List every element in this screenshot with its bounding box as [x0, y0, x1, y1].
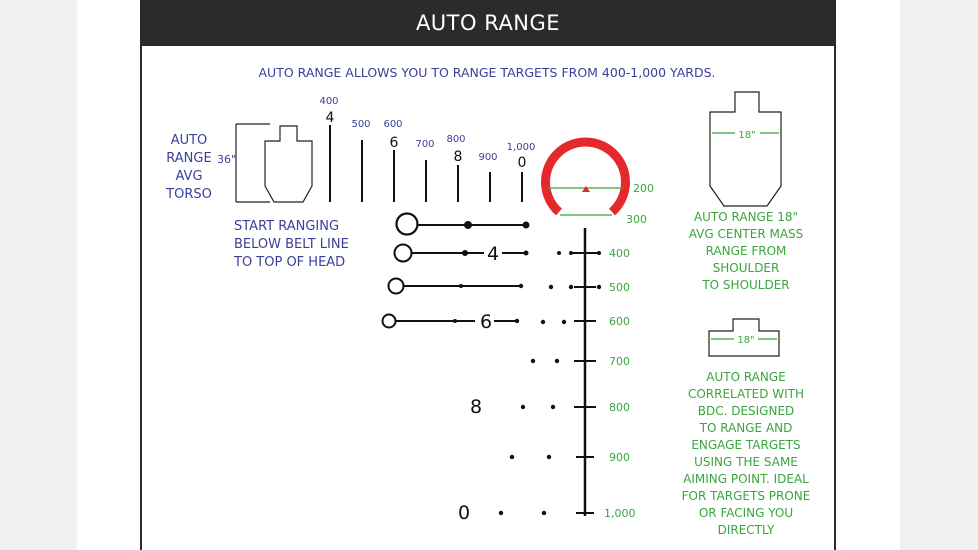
post-ticks [572, 252, 598, 514]
torso-height-label: 36" [217, 153, 236, 166]
torso-label-line: TORSO [165, 187, 212, 202]
description-line: CORRELATED WITH [688, 387, 804, 401]
center-mass-width-label: 18" [738, 130, 755, 141]
scale-yard-label: 500 [351, 119, 370, 130]
description-line: AUTO RANGE [706, 370, 786, 384]
intro-text: AUTO RANGE ALLOWS YOU TO RANGE TARGETS F… [259, 65, 716, 80]
ranging-lines [381, 212, 528, 329]
instruction-line: START RANGING [234, 219, 339, 234]
range-scale: 400 500 600 700 800 900 1,000 4 6 8 0 [319, 96, 535, 202]
torso-label-line: RANGE [166, 151, 211, 166]
holdover-dots [453, 221, 602, 516]
scale-digit-label: 4 [326, 110, 335, 126]
scale-bars [329, 125, 523, 202]
scale-yard-label: 700 [415, 139, 434, 150]
center-mass-target: 18" [709, 91, 782, 207]
range-label: 200 [633, 182, 654, 195]
prone-silhouette [708, 318, 780, 357]
scale-yard-label: 400 [319, 96, 338, 107]
diagram-panel [140, 0, 836, 550]
scale-digit-label: 6 [390, 135, 399, 151]
torso-label: AUTO RANGE AVG TORSO [165, 133, 212, 202]
scale-yard-label: 900 [478, 152, 497, 163]
scale-yard-label: 600 [383, 119, 402, 130]
scale-digit-label: 8 [454, 149, 463, 165]
chevron-icon [582, 186, 590, 192]
reticle: 4 6 8 0 200 300 400 500 600 700 800 900 … [381, 137, 654, 524]
left-margin [0, 0, 77, 550]
reticle-numeral: 8 [470, 396, 482, 418]
instruction-line: BELOW BELT LINE [234, 237, 349, 252]
prone-description: AUTO RANGE CORRELATED WITH BDC. DESIGNED… [682, 370, 811, 537]
torso-silhouette [264, 125, 313, 203]
right-margin [900, 0, 978, 550]
description-line: USING THE SAME [694, 455, 798, 469]
range-label: 1,000 [604, 507, 636, 520]
description-line: BDC. DESIGNED [698, 404, 795, 418]
instruction-line: TO TOP OF HEAD [233, 255, 345, 270]
torso-figure [235, 123, 313, 203]
range-label: 700 [609, 355, 630, 368]
prone-target: 18" [708, 318, 780, 357]
horseshoe-ring [541, 137, 630, 216]
range-label: 900 [609, 451, 630, 464]
reticle-numeral: 4 [487, 243, 499, 265]
reticle-numerals: 4 6 8 0 [458, 243, 499, 524]
description-line: AIMING POINT. IDEAL [683, 472, 809, 486]
center-mass-silhouette [709, 91, 782, 207]
description-line: DIRECTLY [718, 523, 776, 537]
range-label: 600 [609, 315, 630, 328]
scale-digit-labels: 4 6 8 0 [326, 110, 527, 171]
center-mass-description: AUTO RANGE 18" AVG CENTER MASS RANGE FRO… [689, 210, 804, 292]
torso-height-bracket [235, 123, 270, 203]
description-line: RANGE FROM [706, 244, 787, 258]
torso-label-line: AUTO [171, 133, 208, 148]
scale-yard-label: 1,000 [507, 142, 536, 153]
scale-yard-label: 800 [446, 134, 465, 145]
description-line: ENGAGE TARGETS [691, 438, 800, 452]
torso-label-line: AVG [175, 169, 202, 184]
prone-width-label: 18" [737, 335, 754, 346]
range-label: 300 [626, 213, 647, 226]
description-line: AUTO RANGE 18" [694, 210, 798, 224]
ranging-instructions: START RANGING BELOW BELT LINE TO TOP OF … [233, 219, 349, 270]
range-label: 800 [609, 401, 630, 414]
page-title: AUTO RANGE [140, 0, 836, 46]
description-line: OR FACING YOU [699, 506, 793, 520]
reticle-numeral: 6 [480, 311, 492, 333]
reticle-numeral: 0 [458, 502, 470, 524]
description-line: FOR TARGETS PRONE [682, 489, 811, 503]
scale-digit-label: 0 [518, 155, 527, 171]
range-label: 400 [609, 247, 630, 260]
description-line: AVG CENTER MASS [689, 227, 804, 241]
reticle-range-labels: 200 300 400 500 600 700 800 900 1,000 [604, 182, 654, 520]
description-line: TO RANGE AND [699, 421, 793, 435]
range-label: 500 [609, 281, 630, 294]
description-line: SHOULDER [713, 261, 780, 275]
scale-yard-labels: 400 500 600 700 800 900 1,000 [319, 96, 535, 163]
description-line: TO SHOULDER [701, 278, 789, 292]
